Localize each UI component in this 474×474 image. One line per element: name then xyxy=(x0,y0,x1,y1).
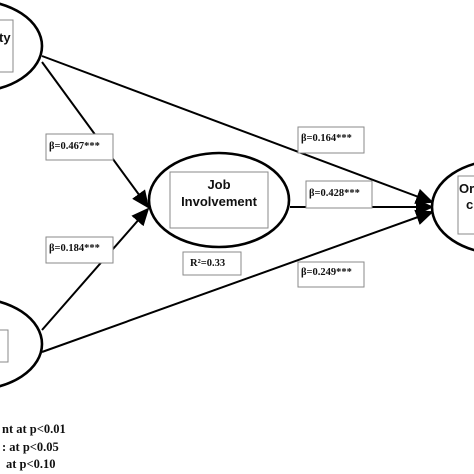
node-right-label-line1: Or xyxy=(459,181,474,196)
significance-legend: nt at p<0.01 : at p<0.05 at p<0.10 xyxy=(2,422,66,471)
coef-text-bl-center: β=0.184*** xyxy=(49,243,100,254)
coef-text-bl-right: β=0.249*** xyxy=(301,267,352,278)
coef-text-tl-right: β=0.164*** xyxy=(301,133,352,144)
edge-top-left-to-right xyxy=(41,55,434,204)
legend-line-3: at p<0.10 xyxy=(6,457,56,471)
coef-text-tl-center: β=0.467*** xyxy=(49,141,100,152)
coef-bottom-left-to-right: β=0.249*** xyxy=(297,261,365,288)
edge-bottom-left-to-center xyxy=(41,207,150,331)
node-bottom-left xyxy=(0,300,44,388)
coef-box-bl-center xyxy=(45,236,114,264)
coef-box-tl-right xyxy=(297,126,365,154)
legend-line-1: nt at p<0.01 xyxy=(2,422,66,436)
node-center-label-line2: Involvement xyxy=(181,194,258,209)
node-bottom-left-box xyxy=(0,329,9,363)
node-job-involvement: Job Involvement xyxy=(147,151,291,249)
coef-bottom-left-to-center: β=0.184*** xyxy=(45,236,114,264)
coef-top-left-to-center: β=0.467*** xyxy=(45,133,114,161)
node-center-label-line1: Job xyxy=(207,177,230,192)
node-top-left-box xyxy=(0,19,14,73)
r-squared-box-outline xyxy=(182,251,242,276)
r-squared-text: R²=0.33 xyxy=(190,258,225,269)
edge-bottom-left-to-right xyxy=(41,209,434,353)
coef-center-to-right: β=0.428*** xyxy=(305,180,373,209)
node-top-left-label: rty xyxy=(0,30,11,45)
node-top-left: rty xyxy=(0,2,44,90)
coef-box-bl-right xyxy=(297,261,365,288)
coef-box-tl-center xyxy=(45,133,114,161)
coef-text-center-right: β=0.428*** xyxy=(309,188,360,199)
node-center-box xyxy=(169,171,269,229)
node-right-box xyxy=(457,175,474,235)
node-bottom-left-ellipse xyxy=(0,300,44,388)
node-right: Or c xyxy=(430,162,474,252)
coef-box-center-right xyxy=(305,180,373,209)
node-right-label-line2: c xyxy=(466,197,473,212)
coef-top-left-to-right: β=0.164*** xyxy=(297,126,365,154)
legend-line-2: : at p<0.05 xyxy=(2,440,59,454)
r-squared-box: R²=0.33 xyxy=(182,251,242,276)
